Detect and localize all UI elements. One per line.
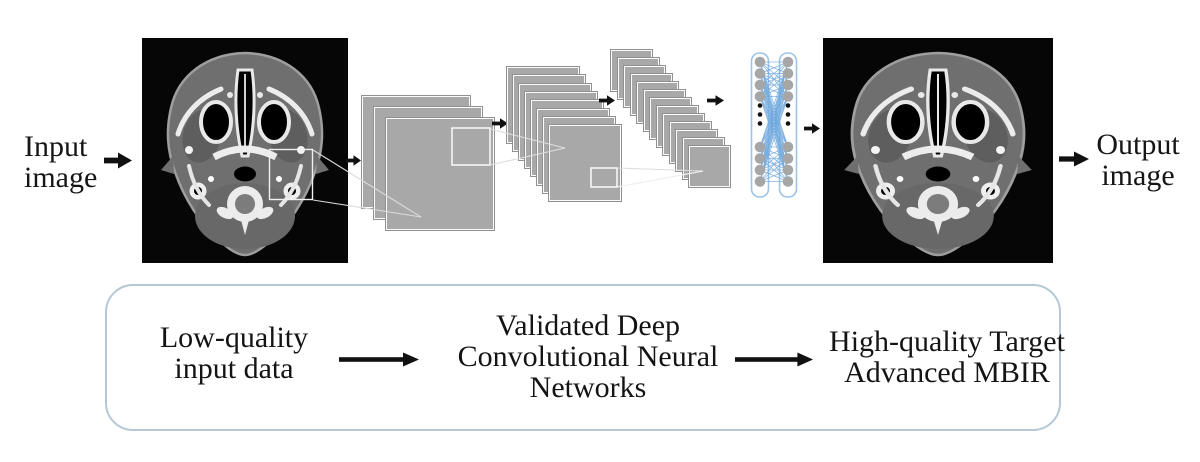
long-arrow-right-icon (339, 352, 419, 367)
fully-connected-nodes-icon (750, 52, 798, 198)
fully-connected-layer (748, 50, 802, 200)
cnn-pipeline: Input image Output image (24, 0, 1180, 282)
feature-map (689, 146, 730, 187)
arrow-right-icon (1059, 151, 1089, 167)
feature-map (386, 118, 495, 231)
arrow-right-icon (104, 152, 132, 169)
feature-map-stack-1 (362, 96, 497, 232)
input-ct-scan-image (142, 38, 348, 263)
summary-step-high-quality-target: High-quality Target Advanced MBIR (829, 325, 1065, 389)
summary-step-deep-cnn: Validated Deep Convolutional Neural Netw… (457, 309, 719, 404)
feature-map-stack-3 (611, 50, 732, 189)
arrow-right-icon (492, 118, 508, 129)
feature-map-stack-2 (507, 67, 623, 203)
arrow-right-icon (707, 95, 724, 106)
output-image-label: Output image (1096, 128, 1180, 192)
arrow-right-icon (346, 155, 361, 166)
input-image-label: Input image (24, 130, 98, 194)
summary-step-low-quality-input: Low-quality input data (159, 321, 309, 385)
output-ct-scan-image (823, 38, 1053, 263)
arrow-right-icon (804, 123, 820, 134)
workflow-summary-box: Low-quality input data Validated Deep Co… (105, 284, 1065, 431)
